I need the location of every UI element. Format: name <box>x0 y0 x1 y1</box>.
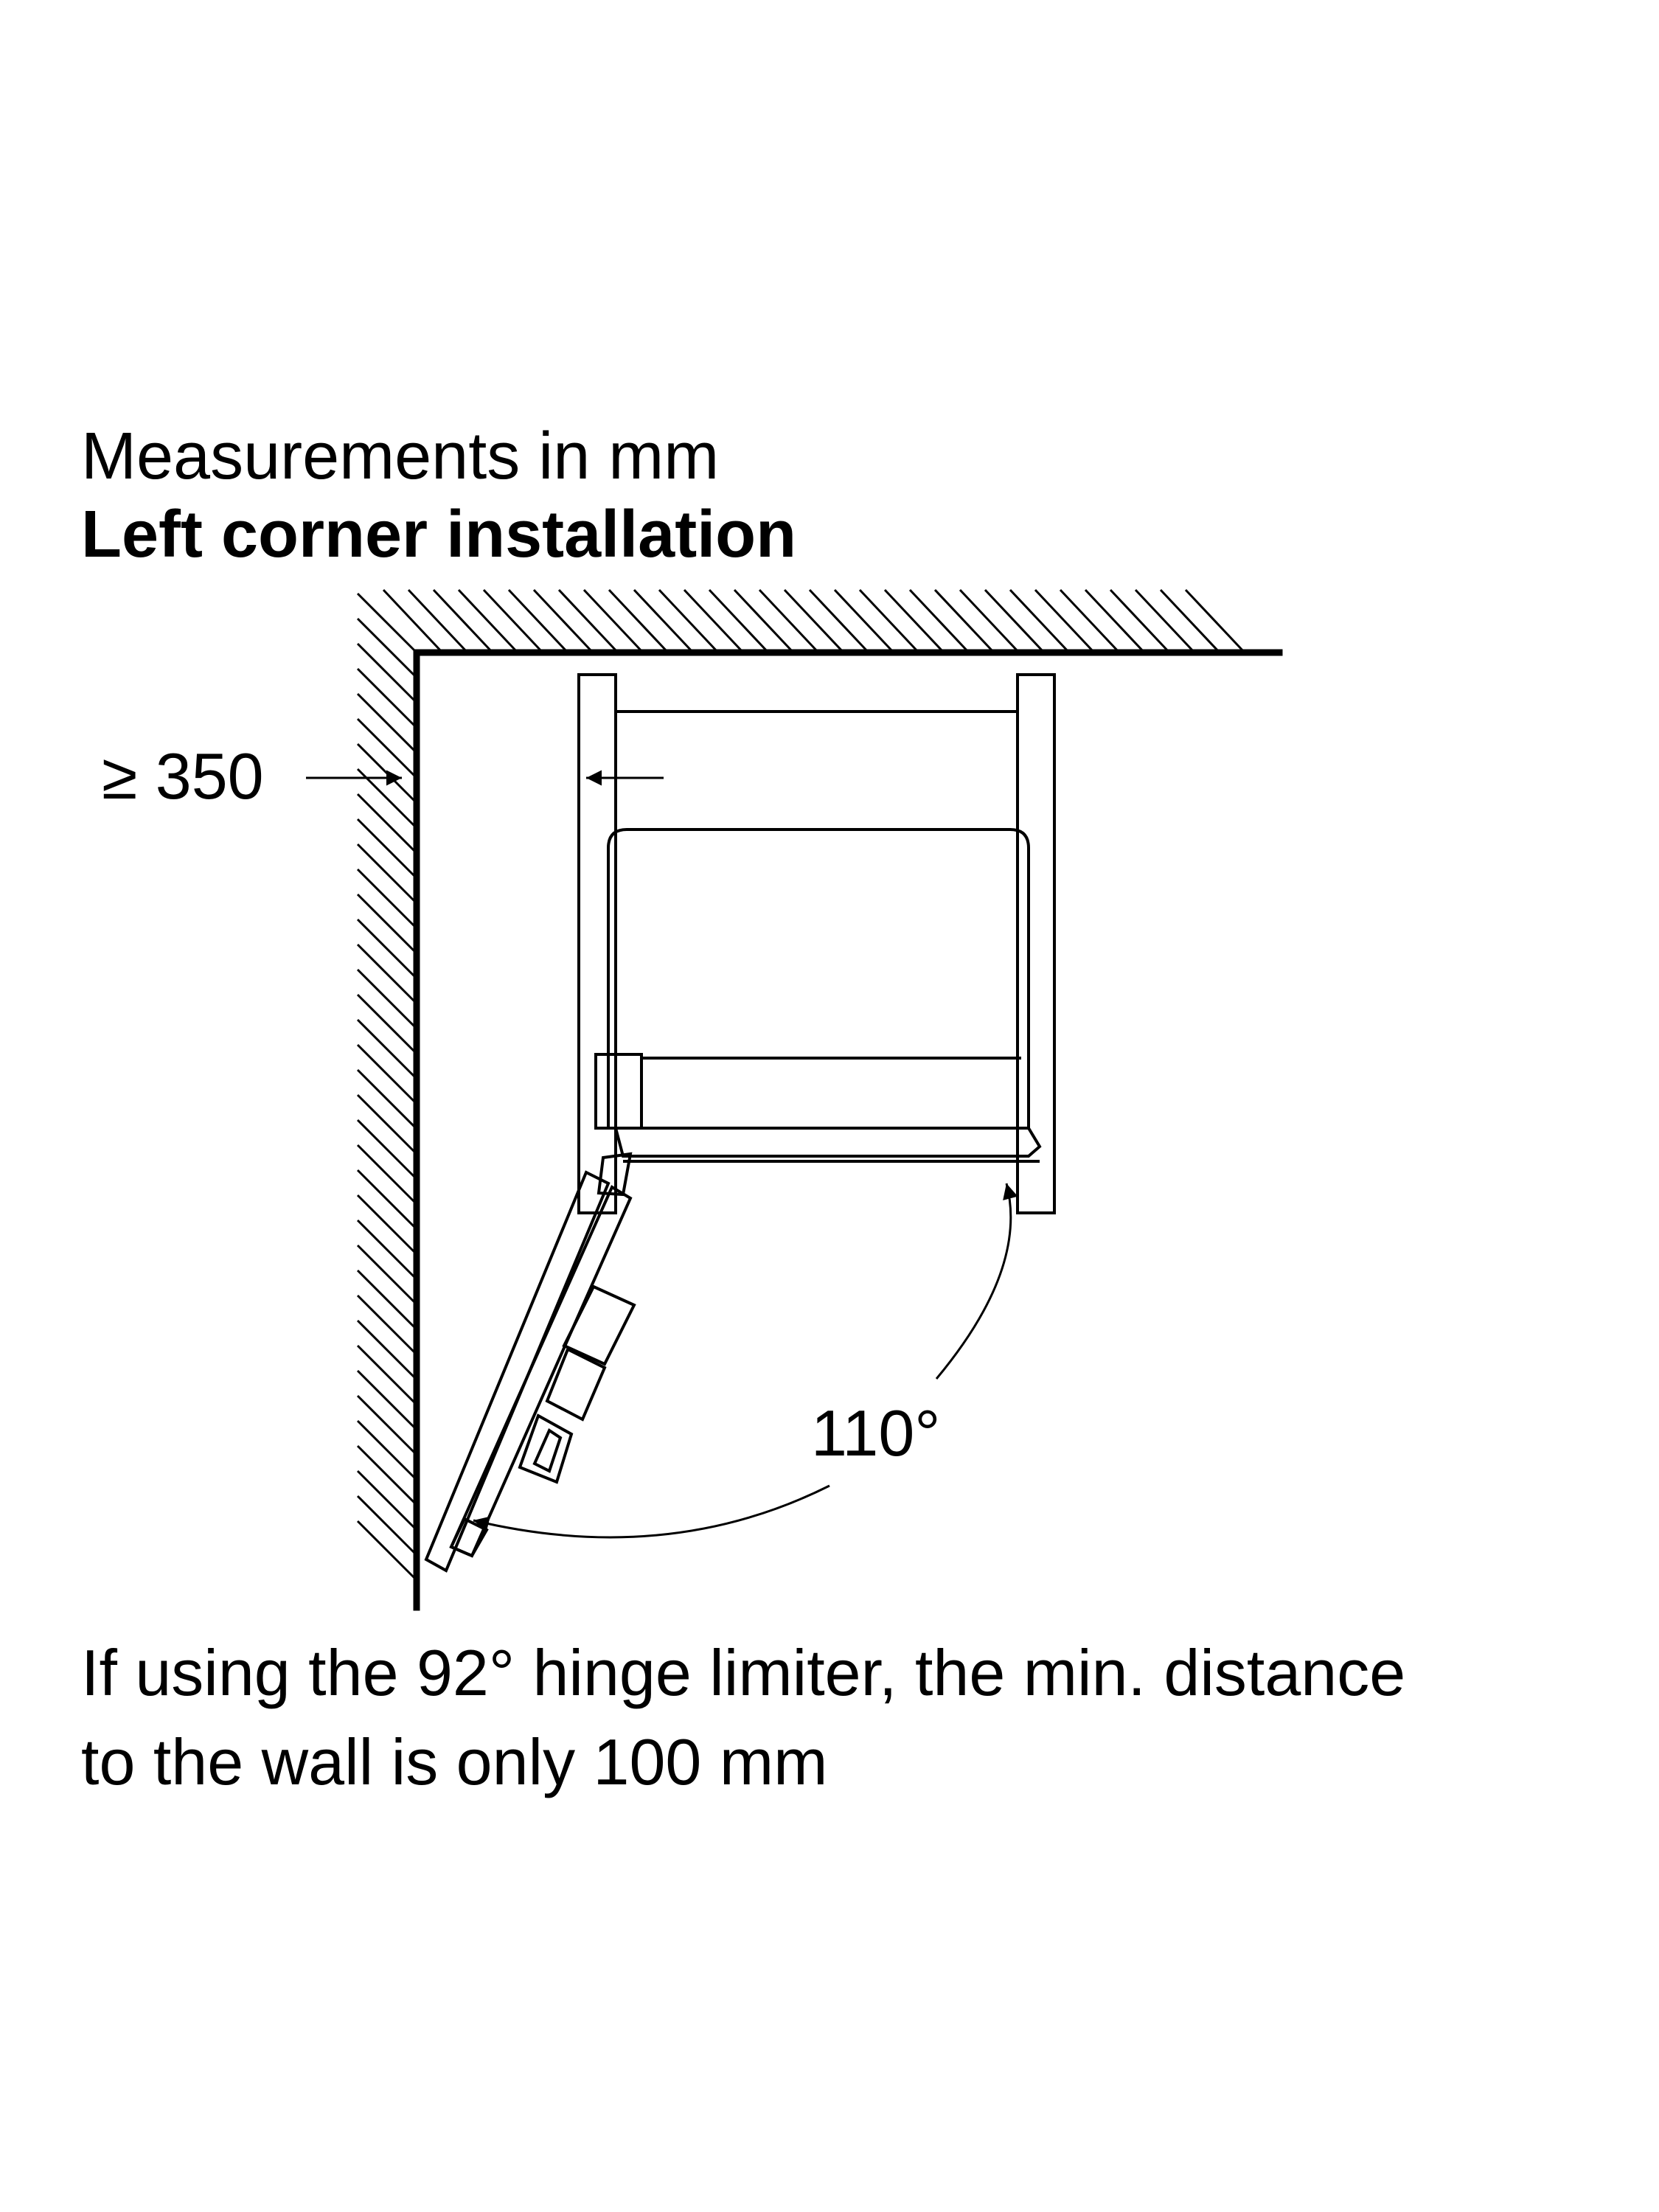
hatch-line <box>858 588 920 654</box>
side-wall-hatching <box>356 592 418 1582</box>
hatch-line <box>356 617 418 679</box>
hatch-line <box>833 588 895 654</box>
hatch-line <box>1009 588 1071 654</box>
hatch-line <box>356 818 418 880</box>
opening-angle-label: 110° <box>811 1397 941 1470</box>
appliance-back-panel <box>614 675 1019 713</box>
hatch-line <box>1184 588 1246 654</box>
hatch-line <box>883 588 945 654</box>
hatch-line <box>1034 588 1096 654</box>
appliance-left-side <box>577 673 617 1214</box>
hatch-line <box>356 1520 418 1582</box>
hatch-line <box>482 588 544 654</box>
hatch-line <box>356 1043 418 1105</box>
hatch-line <box>582 588 644 654</box>
hatch-line <box>783 588 845 654</box>
hatch-line <box>683 588 745 654</box>
hatch-line <box>356 1269 418 1331</box>
hatch-line <box>356 717 418 779</box>
hatch-line <box>356 1495 418 1557</box>
hatch-line <box>1059 588 1121 654</box>
hatch-line <box>1109 588 1171 654</box>
hatch-line <box>356 1068 418 1130</box>
hatch-line <box>356 1344 418 1406</box>
hatch-line <box>658 588 720 654</box>
hatch-line <box>758 588 820 654</box>
hatch-line <box>1159 588 1221 654</box>
hatch-line <box>608 588 669 654</box>
hatch-line <box>356 1018 418 1080</box>
hatch-line <box>356 1294 418 1356</box>
hatch-line <box>356 993 418 1055</box>
installation-heading: Left corner installation <box>81 498 797 571</box>
hatch-line <box>356 1470 418 1531</box>
angle-arc-upper <box>935 1183 1018 1380</box>
hatch-line <box>984 588 1046 654</box>
door-hinge <box>597 1152 633 1197</box>
hatch-line <box>356 667 418 729</box>
hatch-line <box>356 1419 418 1481</box>
hatch-line <box>356 893 418 955</box>
hatch-line <box>356 1093 418 1155</box>
hatch-line <box>1134 588 1196 654</box>
door-display-inner <box>532 1428 563 1473</box>
hatch-line <box>356 742 418 804</box>
units-heading: Measurements in mm <box>81 420 720 493</box>
door-control-block <box>545 1347 607 1422</box>
door-display-window <box>518 1413 574 1484</box>
note-line-2: to the wall is only 100 mm <box>81 1725 828 1798</box>
hatch-line <box>356 1219 418 1281</box>
wall-corner <box>413 649 1283 1611</box>
opening-angle-dimension <box>473 1183 1018 1539</box>
door-bottom-latch <box>449 1517 489 1558</box>
hatch-line <box>356 1319 418 1381</box>
hatch-line <box>457 588 519 654</box>
hatch-line <box>356 592 418 654</box>
hatch-line <box>633 588 695 654</box>
hatch-line <box>708 588 770 654</box>
hatch-line <box>959 588 1020 654</box>
hatch-line <box>507 588 569 654</box>
hatch-line <box>356 1369 418 1431</box>
hatch-line <box>432 588 494 654</box>
wall-distance-label: ≥ 350 <box>102 740 264 813</box>
hatch-line <box>356 943 418 1005</box>
appliance-right-side <box>1016 673 1056 1214</box>
hatch-line <box>356 918 418 980</box>
hatch-line <box>356 1394 418 1456</box>
hatch-line <box>532 588 594 654</box>
hatch-line <box>933 588 995 654</box>
hatch-line <box>356 843 418 905</box>
hatch-line <box>356 1119 418 1180</box>
ceiling-wall-hatching <box>382 588 1246 654</box>
door-outer-panel <box>424 1170 611 1573</box>
hatch-line <box>808 588 870 654</box>
hatch-line <box>356 1194 418 1256</box>
appliance-body <box>577 673 1056 1214</box>
hatch-line <box>356 642 418 704</box>
hatch-line <box>356 692 418 754</box>
hatch-line <box>356 868 418 930</box>
hatch-line <box>356 1444 418 1506</box>
hinge-block <box>594 1053 643 1130</box>
door-handle-block <box>562 1284 636 1366</box>
opened-door <box>424 1152 636 1573</box>
hatch-line <box>356 1244 418 1306</box>
hatch-line <box>356 1169 418 1231</box>
hatch-line <box>908 588 970 654</box>
hatch-line <box>356 968 418 1030</box>
hatch-line <box>382 588 444 654</box>
angle-arc-lower <box>473 1484 830 1539</box>
appliance-cavity <box>607 828 1030 1128</box>
hatch-line <box>557 588 619 654</box>
hatch-line <box>1084 588 1146 654</box>
hatch-line <box>733 588 795 654</box>
hatch-line <box>356 1144 418 1206</box>
hatch-line <box>356 793 418 855</box>
note-line-1: If using the 92° hinge limiter, the min.… <box>81 1636 1406 1709</box>
front-frame <box>613 1127 1042 1158</box>
hatch-line <box>407 588 469 654</box>
